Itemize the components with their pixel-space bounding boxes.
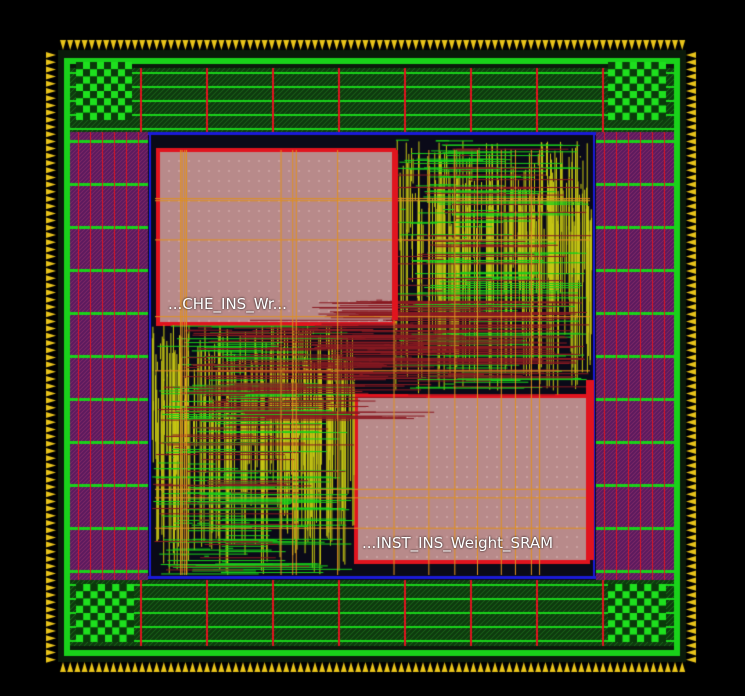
macro-label-activation-sram: ...CHE_INS_Wr... xyxy=(168,295,287,313)
macro-label-weight-sram: ...INST_INS_Weight_SRAM xyxy=(362,534,554,552)
